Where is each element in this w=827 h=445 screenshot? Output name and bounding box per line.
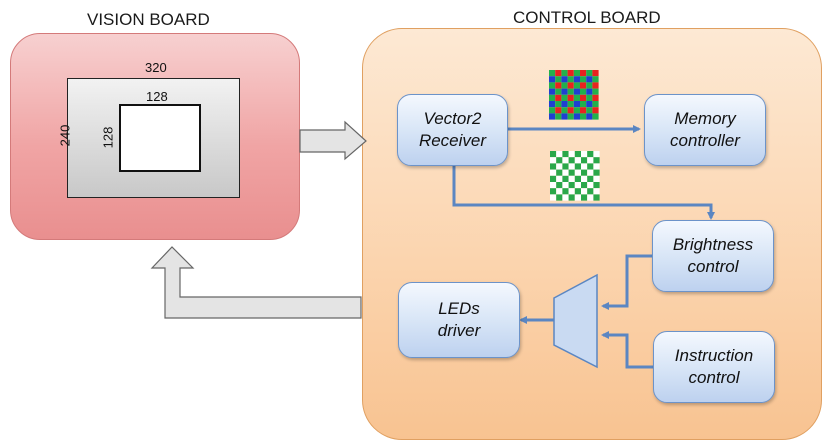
control-board-title: CONTROL BOARD — [513, 8, 661, 27]
brightness-control-line2: control — [687, 257, 739, 276]
vision-to-control-arrow — [299, 120, 367, 161]
memory-controller-block: Memory controller — [644, 94, 766, 166]
memory-controller-line2: controller — [670, 131, 740, 150]
roi-width-label: 128 — [146, 89, 168, 104]
vector2-receiver-line1: Vector2 — [423, 109, 482, 128]
memory-controller-line1: Memory — [674, 109, 736, 128]
brightness-to-mux-arrow — [601, 254, 652, 310]
brightness-control-line1: Brightness — [672, 235, 754, 254]
vector2-receiver-block: Vector2 Receiver — [397, 94, 508, 166]
multiplexer-shape — [553, 273, 598, 369]
green-checkerboard-icon — [550, 151, 600, 201]
receiver-to-brightness-arrow — [452, 166, 715, 220]
control-to-vision-arrow — [150, 246, 362, 319]
instruction-to-mux-arrow — [601, 331, 653, 369]
brightness-control-block: Brightness control — [652, 220, 774, 292]
bayer-rgb-mosaic-icon — [549, 70, 599, 120]
roi-window — [119, 104, 201, 172]
sensor-array — [67, 78, 240, 198]
instruction-control-line1: Instruction — [674, 346, 754, 365]
leds-driver-block: LEDs driver — [398, 282, 520, 358]
instruction-control-block: Instruction control — [653, 331, 775, 403]
vector2-receiver-line2: Receiver — [418, 131, 487, 150]
vision-board-title: VISION BOARD — [87, 10, 210, 29]
instruction-control-line2: control — [688, 368, 740, 387]
sensor-width-label: 320 — [145, 60, 167, 75]
leds-driver-line1: LEDs — [438, 299, 480, 318]
leds-driver-line2: driver — [437, 321, 481, 340]
